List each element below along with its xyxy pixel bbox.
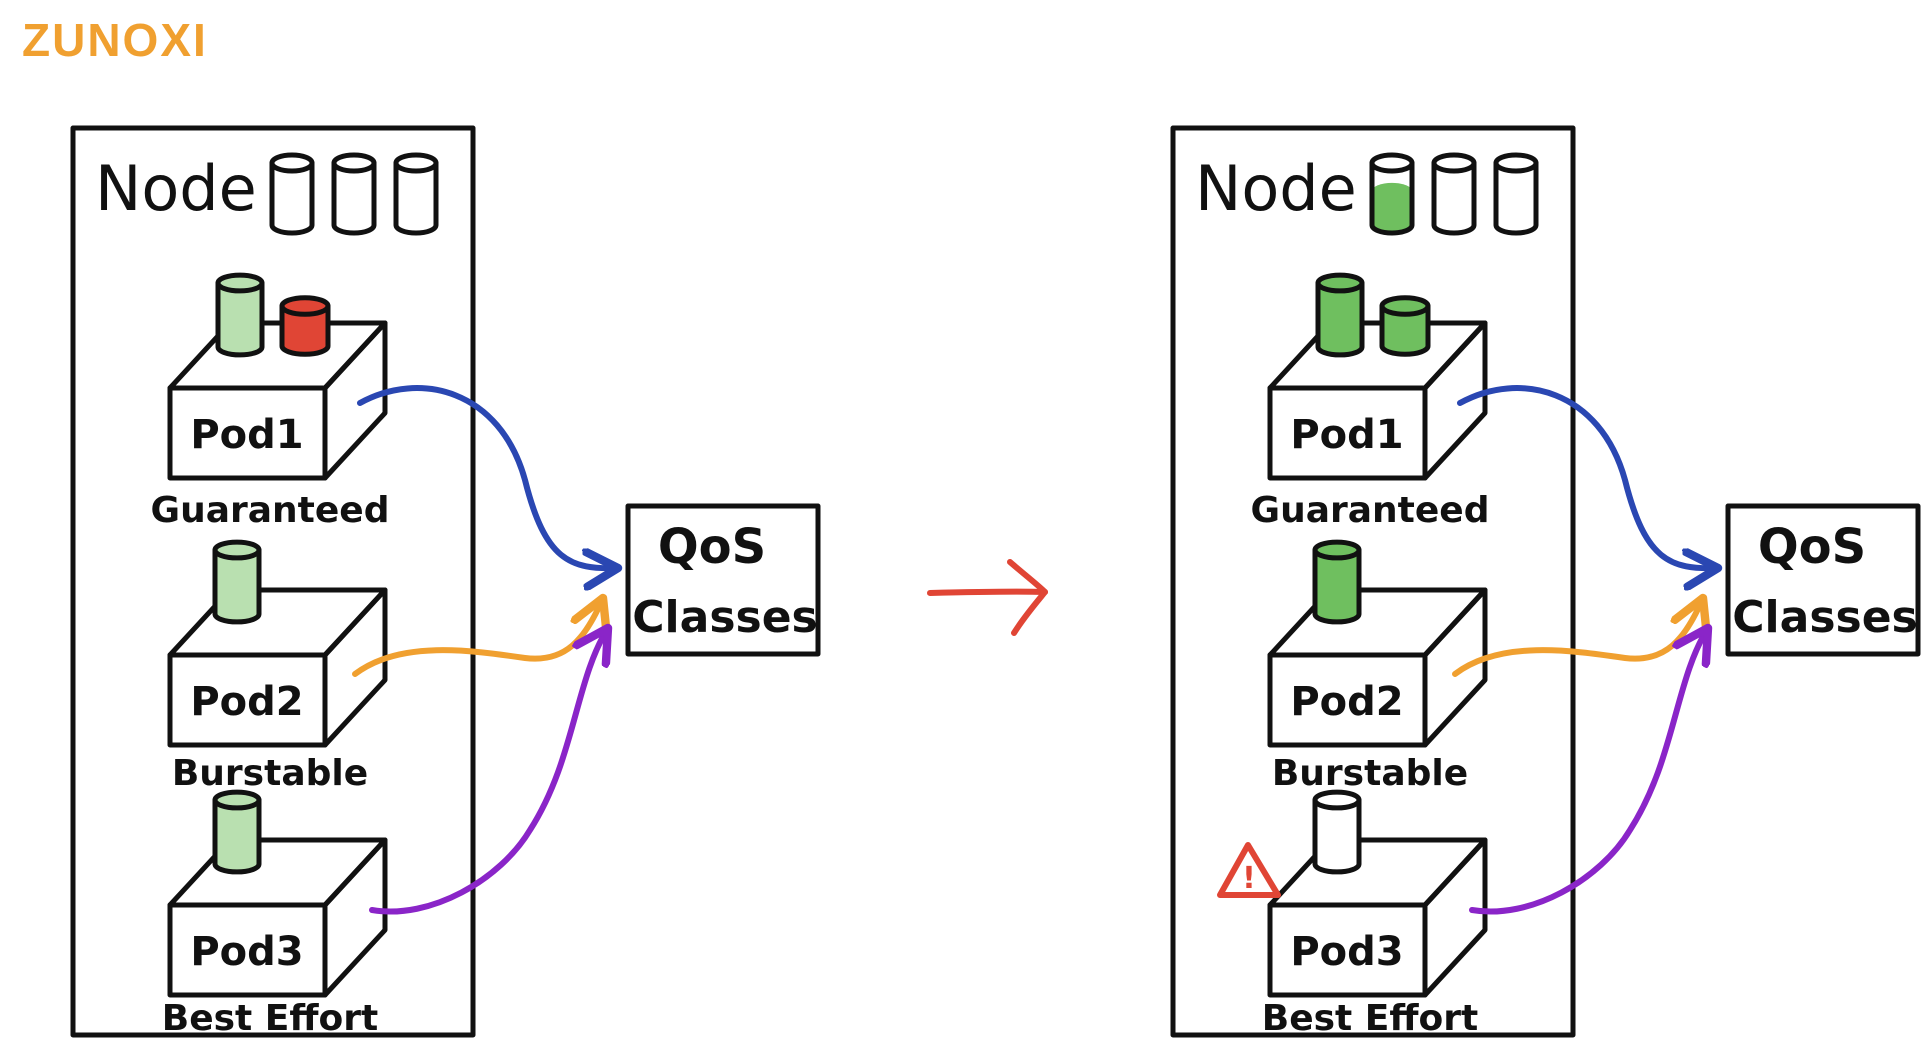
pod-box bbox=[167, 587, 388, 748]
node-container bbox=[1170, 125, 1576, 1038]
pod-qos-label: Best Effort bbox=[1262, 998, 1478, 1039]
pod-resource-cylinder-icon bbox=[1379, 295, 1431, 357]
burstable-arrow bbox=[1452, 598, 1703, 677]
pod-qos-label: Guaranteed bbox=[151, 490, 390, 531]
best-effort-arrow bbox=[1469, 628, 1708, 915]
qos-box-line1: QoS bbox=[658, 519, 766, 575]
warning-icon: ! bbox=[1217, 842, 1281, 898]
pod-resource-cylinder-icon bbox=[279, 295, 331, 357]
node-resource-cylinder-icon bbox=[331, 152, 377, 236]
pod-qos-label: Burstable bbox=[1272, 753, 1468, 794]
pod-box bbox=[1267, 587, 1488, 748]
node-label: Node bbox=[95, 152, 257, 225]
node-resource-cylinder-icon bbox=[393, 152, 439, 236]
qos-classes-box: QoS Classes bbox=[625, 503, 821, 657]
pod-resource-cylinder-icon bbox=[212, 789, 262, 875]
qos-box-line1: QoS bbox=[1758, 519, 1866, 575]
node-label: Node bbox=[1195, 152, 1357, 225]
brand-logo-text: ZUNOXI bbox=[22, 14, 208, 66]
pod-qos-label: Best Effort bbox=[162, 998, 378, 1039]
pod-label: Pod1 bbox=[190, 412, 303, 458]
pod-resource-cylinder-icon bbox=[1312, 539, 1362, 625]
qos-box-line2: Classes bbox=[632, 592, 817, 643]
pod-box bbox=[167, 837, 388, 998]
node-container bbox=[70, 125, 476, 1038]
pod-label: Pod3 bbox=[1290, 929, 1403, 975]
qos-classes-box: QoS Classes bbox=[1725, 503, 1921, 657]
pod-label: Pod2 bbox=[1290, 679, 1403, 725]
pod-resource-cylinder-icon bbox=[1312, 789, 1362, 875]
pod-to-qos-arrows bbox=[1452, 385, 1718, 915]
node-resource-cylinder-icon bbox=[1493, 152, 1539, 236]
pod-box bbox=[1267, 320, 1488, 481]
pod-qos-label: Burstable bbox=[172, 753, 368, 794]
qos-box-line2: Classes bbox=[1732, 592, 1917, 643]
pod-box bbox=[167, 320, 388, 481]
pod-resource-cylinder-icon bbox=[212, 539, 262, 625]
node-resource-cylinder-icon bbox=[269, 152, 315, 236]
burstable-arrow bbox=[352, 598, 603, 677]
pod-resource-cylinder-icon bbox=[1315, 272, 1365, 358]
pod-resource-cylinder-icon bbox=[215, 272, 265, 358]
pod-to-qos-arrows bbox=[352, 385, 618, 915]
pod-qos-label: Guaranteed bbox=[1251, 490, 1490, 531]
pod-box bbox=[1267, 837, 1488, 998]
pod-label: Pod3 bbox=[190, 929, 303, 975]
guaranteed-arrow bbox=[1457, 385, 1718, 568]
warning-mark: ! bbox=[1242, 861, 1256, 896]
node-resource-cylinder-icon bbox=[1369, 152, 1415, 236]
best-effort-arrow bbox=[369, 628, 608, 915]
guaranteed-arrow bbox=[357, 385, 618, 568]
pod-label: Pod2 bbox=[190, 679, 303, 725]
node-resource-cylinder-icon bbox=[1431, 152, 1477, 236]
panel-before: NodePod1GuaranteedPod2BurstablePod3Best … bbox=[70, 125, 821, 1039]
panel-after: NodePod1GuaranteedPod2BurstablePod3Best … bbox=[1170, 125, 1921, 1039]
transition-arrow-icon bbox=[927, 559, 1048, 636]
pod-label: Pod1 bbox=[1290, 412, 1403, 458]
